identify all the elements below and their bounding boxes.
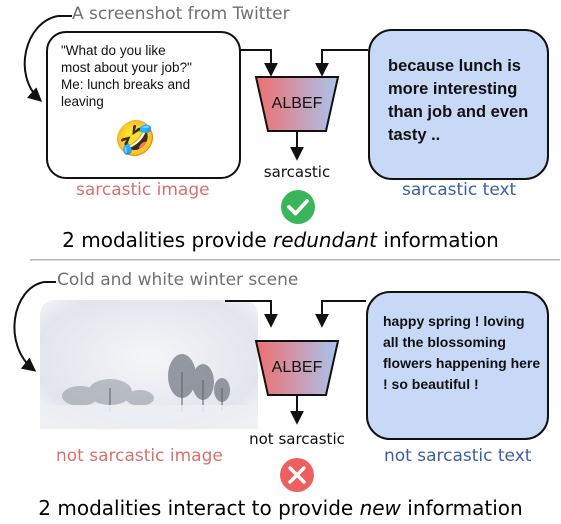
tweet-line: Me: lunch breaks and [61,77,191,92]
bottom-heading-suffix: information [400,496,523,520]
top-text-box: because lunch is more interesting than j… [368,29,549,180]
bottom-text-box: happy spring ! loving all the blossoming… [366,291,549,440]
tweet-line: leaving [61,94,104,109]
tweet-screenshot-box: "What do you like most about your job?" … [46,31,241,179]
tweet-line: most about your job?" [61,60,192,75]
bottom-caption: Cold and white winter scene [57,270,299,290]
bottom-curved-arrow [13,281,45,372]
check-icon [281,190,315,224]
top-heading-prefix: 2 modalities provide [62,228,273,252]
bottom-heading: 2 modalities interact to provide new inf… [0,496,561,520]
top-curved-arrow [23,15,59,102]
bottom-albef-label: ALBEF [271,359,323,376]
top-heading: 2 modalities provide redundant informati… [0,228,561,252]
bottom-text-to-model-arrow [315,300,366,328]
top-caption: A screenshot from Twitter [72,4,290,24]
laughing-emoji-icon: 🤣 [114,119,157,159]
top-text-to-model-arrow [315,49,368,77]
top-image-label: sarcastic image [76,180,210,200]
top-text-content: because lunch is more interesting than j… [388,57,529,144]
bottom-heading-emphasis: new [359,496,401,520]
bottom-heading-prefix: 2 modalities interact to provide [38,496,360,520]
top-prediction-label: sarcastic [263,163,331,181]
winter-scene-image [40,300,258,429]
bottom-albef-trapezoid [254,340,340,396]
top-albef-trapezoid [254,76,340,132]
top-albef-label: ALBEF [271,95,323,112]
bottom-image-label: not sarcastic image [56,446,223,466]
tweet-text: "What do you like most about your job?" … [61,42,236,110]
tweet-line: "What do you like [61,43,166,58]
bottom-prediction-label: not sarcastic [249,430,345,448]
bottom-image-to-model-arrow [225,300,278,328]
bottom-text-label: not sarcastic text [384,446,532,466]
top-image-to-model-arrow [240,49,278,77]
top-text-label: sarcastic text [402,180,517,200]
top-heading-suffix: information [377,228,499,252]
bottom-text-content: happy spring ! loving all the blossoming… [383,313,541,392]
panel-divider [30,259,560,261]
top-heading-emphasis: redundant [272,228,378,252]
